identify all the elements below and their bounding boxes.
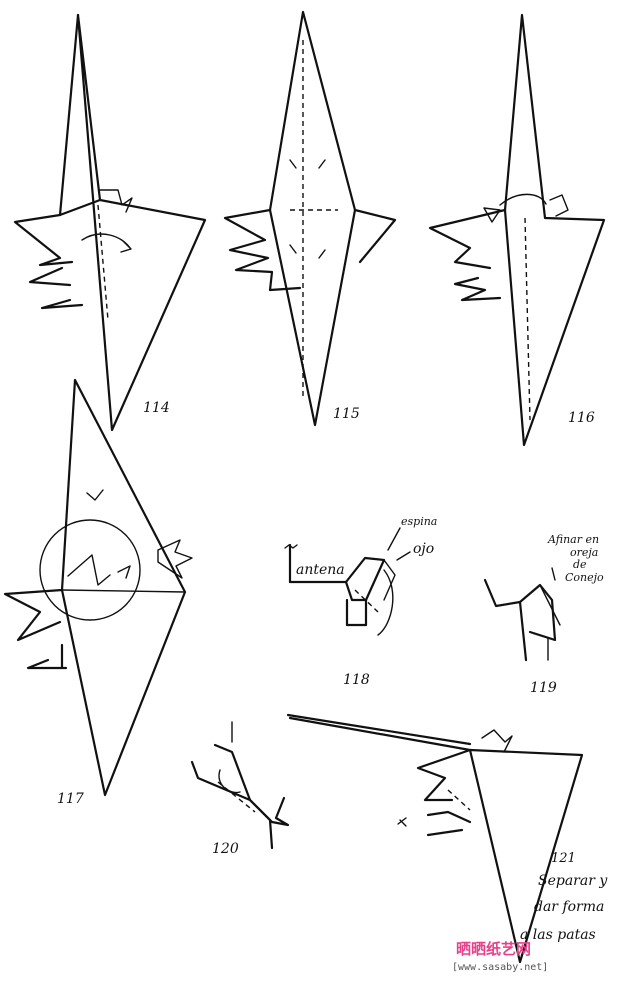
watermark-url: [www.sasaby.net] bbox=[452, 962, 548, 973]
step-118-label-antena: antena bbox=[296, 562, 345, 578]
step-121-label-line-1: Separar y bbox=[538, 873, 608, 889]
step-116-figure bbox=[430, 15, 604, 445]
step-119-label-line-3: de bbox=[573, 558, 587, 571]
step-118-figure bbox=[285, 545, 395, 635]
step-114-number: 114 bbox=[143, 400, 170, 416]
step-121-label-line-2: dar forma bbox=[534, 899, 604, 915]
step-120-number: 120 bbox=[212, 841, 239, 857]
arrow-to-ojo bbox=[397, 552, 410, 560]
step-120-figure bbox=[192, 722, 288, 848]
step-118-label-ojo: ojo bbox=[413, 541, 434, 557]
arrow-to-espina bbox=[388, 528, 400, 550]
step-119-number: 119 bbox=[530, 680, 557, 696]
step-121-figure bbox=[288, 715, 582, 962]
step-116-number: 116 bbox=[568, 410, 595, 426]
step-117-number: 117 bbox=[57, 791, 84, 807]
step-121-number: 121 bbox=[551, 851, 576, 866]
step-114-figure bbox=[15, 15, 205, 430]
step-117-figure bbox=[5, 380, 192, 795]
watermark-logo: 晒晒纸艺网 bbox=[456, 940, 531, 958]
step-119-label-line-4: Conejo bbox=[565, 571, 604, 584]
step-121-label-line-3: a las patas bbox=[520, 927, 596, 943]
step-119-figure bbox=[485, 568, 560, 660]
step-115-figure bbox=[225, 12, 395, 425]
step-118-number: 118 bbox=[343, 672, 370, 688]
step-119-label-line-1: Afinar en bbox=[547, 533, 599, 546]
step-115-number: 115 bbox=[333, 406, 360, 422]
step-118-label-espina: espina bbox=[401, 515, 437, 528]
